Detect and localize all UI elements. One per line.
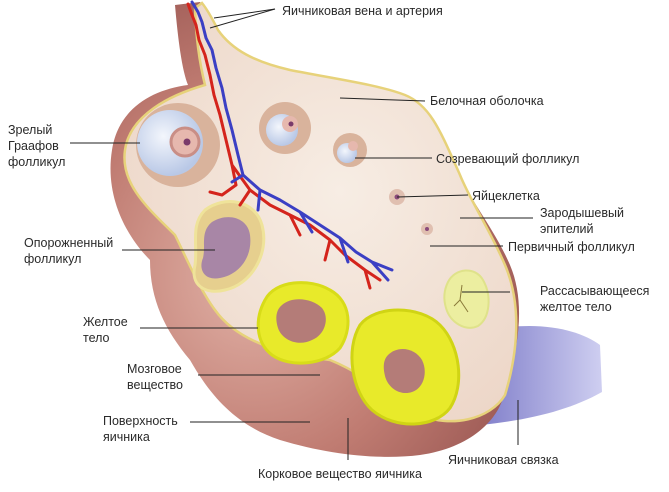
label-regressing-corpus-luteum: Рассасывающееся желтое тело <box>540 284 650 314</box>
emptied-follicle <box>192 200 266 293</box>
label-ovarian-cortex: Корковое вещество яичника <box>258 467 422 481</box>
label-corpus-luteum: Желтое тело <box>83 315 128 345</box>
label-graafian-follicle: Зрелый Граафов фолликул <box>8 123 66 169</box>
label-germinal-epithelium: Зародышевый эпителий <box>540 206 624 236</box>
label-emptied-follicle: Опорожненный фолликул <box>24 236 114 266</box>
artery <box>186 2 382 290</box>
ovarian-vessels <box>186 0 394 290</box>
corpus-luteum-large <box>350 308 461 426</box>
label-ovarian-vein-artery: Яичниковая вена и артерия <box>282 4 443 18</box>
label-tunica-albuginea: Белочная оболочка <box>430 94 544 108</box>
label-oocyte: Яйцеклетка <box>472 189 540 203</box>
regressing-corpus-luteum <box>443 269 490 329</box>
label-ovary-surface: Поверхность яичника <box>103 414 178 444</box>
leader-lines <box>70 8 533 423</box>
label-primary-follicle: Первичный фолликул <box>508 240 635 254</box>
graafian-follicle <box>136 103 220 187</box>
maturing-follicle-1 <box>259 102 311 154</box>
vein <box>190 0 394 282</box>
label-ovarian-ligament: Яичниковая связка <box>448 453 559 467</box>
corpus-luteum-small <box>256 281 350 365</box>
label-maturing-follicle: Созревающий фолликул <box>436 152 580 166</box>
maturing-follicle-2 <box>333 133 367 167</box>
label-medulla: Мозговое вещество <box>127 362 183 392</box>
primary-follicle <box>421 223 433 235</box>
